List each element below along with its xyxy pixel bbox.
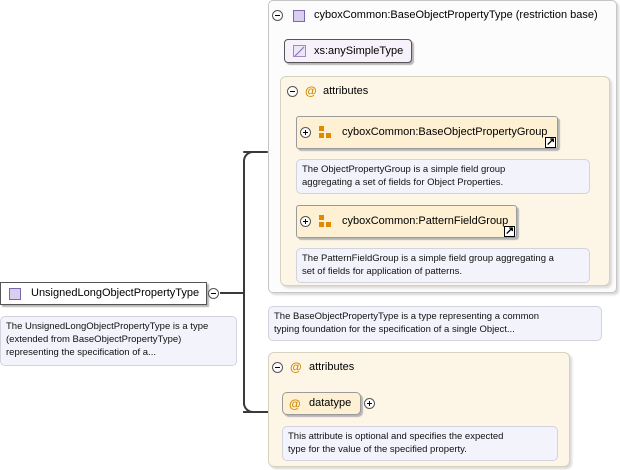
group-name: cyboxCommon:BaseObjectPropertyGroup [342, 126, 548, 138]
connector-root [220, 292, 244, 294]
simple-type-icon [293, 45, 306, 57]
collapse-root-toggle[interactable] [208, 288, 219, 299]
attribute-node[interactable]: @ datatype [282, 392, 361, 415]
complex-type-icon [9, 288, 21, 300]
attribute-name: datatype [309, 397, 352, 409]
attribute-group-icon [319, 126, 333, 138]
group-description: The PatternFieldGroup is a simple field … [296, 248, 590, 283]
connector-trunk [243, 160, 245, 405]
attribute-icon: @ [290, 360, 302, 374]
own-attributes-label: attributes [309, 361, 355, 373]
expand-group-toggle[interactable] [300, 127, 311, 138]
collapse-attributes-toggle[interactable] [272, 362, 283, 373]
root-type-label: UnsignedLongObjectPropertyType [31, 287, 200, 299]
attribute-group-node[interactable]: cyboxCommon:PatternFieldGroup [296, 205, 517, 238]
simple-type-label: xs:anySimpleType [314, 45, 404, 57]
collapse-base-toggle[interactable] [272, 10, 283, 21]
connector-top [243, 151, 268, 153]
root-type-node[interactable]: UnsignedLongObjectPropertyType [0, 282, 207, 305]
base-attributes-panel: @ attributes cyboxCommon:BaseObjectPrope… [280, 76, 610, 286]
expand-group-toggle[interactable] [300, 216, 311, 227]
base-type-name: cyboxCommon:BaseObjectPropertyType [314, 9, 513, 21]
base-type-panel: cyboxCommon:BaseObjectPropertyType (rest… [268, 0, 617, 293]
base-type-description: The BaseObjectPropertyType is a type rep… [268, 306, 602, 341]
own-attributes-panel: @ attributes @ datatype This attribute i… [268, 352, 570, 467]
link-icon[interactable] [545, 135, 556, 148]
attribute-icon: @ [305, 84, 317, 98]
attribute-group-icon [319, 215, 333, 227]
attribute-icon: @ [289, 397, 301, 411]
attribute-description: This attribute is optional and specifies… [282, 426, 558, 461]
link-icon[interactable] [504, 224, 515, 237]
base-type-suffix: (restriction base) [515, 9, 598, 21]
expand-attribute-toggle[interactable] [364, 398, 375, 409]
simple-type-node[interactable]: xs:anySimpleType [284, 39, 412, 63]
root-type-description: The UnsignedLongObjectPropertyType is a … [0, 316, 237, 366]
attribute-group-node[interactable]: cyboxCommon:BaseObjectPropertyGroup [296, 116, 558, 149]
connector-bottom [243, 411, 268, 413]
collapse-attributes-toggle[interactable] [287, 86, 298, 97]
connector-bottom-curve [243, 401, 255, 413]
connector-top-curve [243, 151, 255, 163]
base-attributes-label: attributes [323, 85, 369, 97]
group-name: cyboxCommon:PatternFieldGroup [342, 215, 509, 227]
base-type-header: cyboxCommon:BaseObjectPropertyType (rest… [314, 9, 598, 21]
group-description: The ObjectPropertyGroup is a simple fiel… [296, 159, 590, 194]
complex-type-icon [293, 10, 305, 22]
